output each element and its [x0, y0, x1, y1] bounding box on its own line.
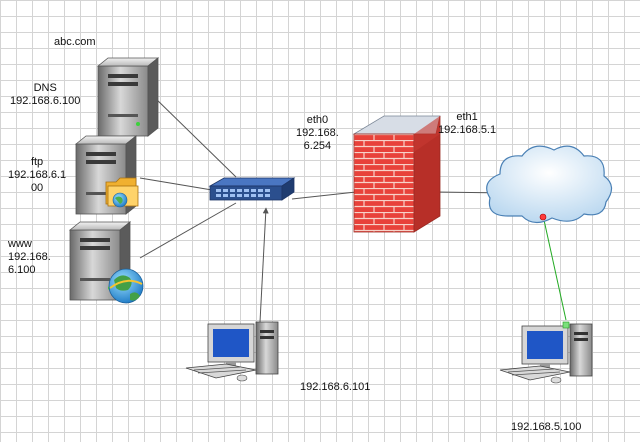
- dns-server-label: DNS 192.168.6.100: [10, 82, 81, 107]
- cloud-icon: [486, 145, 613, 224]
- link-switch-firewall: [291, 191, 357, 200]
- link-ftp-switch: [139, 177, 213, 191]
- switch-icon: [208, 177, 296, 201]
- eth1-label: eth1 192.168.5.1: [438, 111, 497, 136]
- workstation-icon: [185, 321, 279, 382]
- client2-ip-label: 192.168.5.100: [511, 421, 582, 433]
- link-client1-switch: [259, 207, 269, 323]
- link-dns-switch: [151, 94, 237, 178]
- ftp-server-label: ftp 192.168.6.1 00: [8, 156, 67, 194]
- link-www-switch: [139, 202, 237, 259]
- domain-label: abc.com: [54, 36, 96, 48]
- server-icon: [68, 221, 132, 301]
- folder-icon: [105, 177, 139, 208]
- globe-icon: [108, 268, 144, 304]
- server-icon: [96, 57, 160, 137]
- client1-ip-label: 192.168.6.101: [300, 381, 371, 393]
- www-server-label: www 192.168. 6.100: [8, 238, 51, 276]
- eth0-label: eth0 192.168. 6.254: [296, 114, 339, 152]
- workstation-icon: [499, 321, 593, 384]
- link-cloud-client2: [543, 219, 567, 321]
- firewall-icon: [352, 115, 441, 233]
